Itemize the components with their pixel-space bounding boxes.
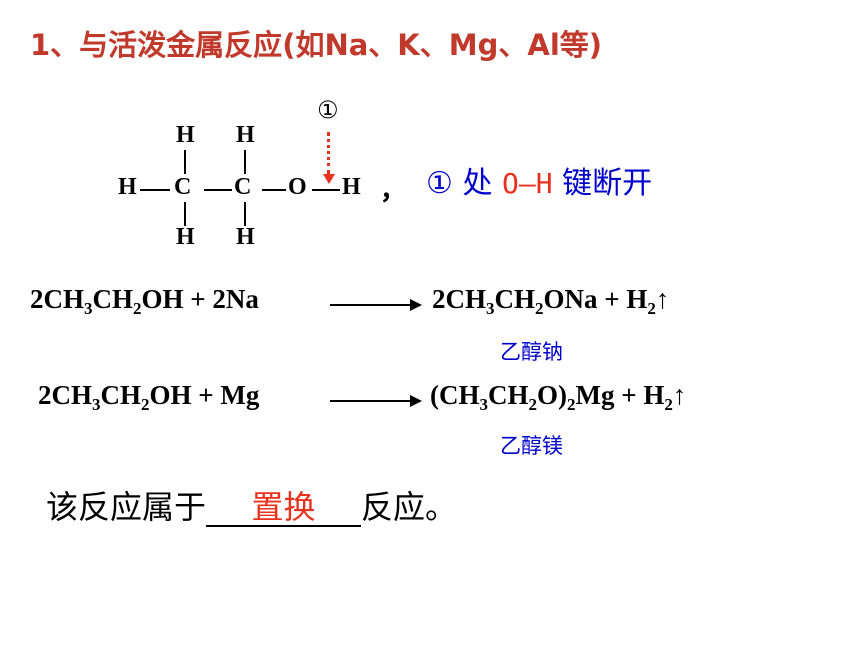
eq1-p-part3: ONa + H — [543, 284, 648, 314]
eq2-r-sub1: 3 — [92, 395, 101, 414]
note-marker: ① — [426, 166, 453, 201]
atom-h-right: H — [342, 174, 361, 200]
eq2-arrow — [330, 395, 422, 407]
note-bond: O—H — [502, 167, 553, 200]
eq2-p-sub3: 2 — [567, 395, 576, 414]
eq1-products: 2CH3CH2ONa + H2↑ — [432, 284, 670, 318]
eq2-p-part2: CH — [488, 380, 529, 410]
eq1-product-name: 乙醇钠 — [500, 340, 563, 364]
eq1-arrow — [330, 299, 422, 311]
atom-c1: C — [174, 174, 192, 200]
eq2-p-sub1: 3 — [479, 395, 489, 414]
atom-h-bottom-1: H — [176, 224, 195, 250]
eq1-r-part2: CH — [92, 284, 134, 314]
bond-c1-c2 — [204, 189, 232, 191]
atom-h-bottom-2: H — [236, 224, 255, 250]
eq2-p-part3: O) — [537, 380, 567, 410]
eq2-p-sub2: 2 — [528, 395, 538, 414]
eq1-r-part1: 2CH — [30, 284, 84, 314]
eq1-p-sub1: 3 — [486, 299, 495, 318]
bond-break-note: ① 处 O—H 键断开 — [426, 158, 652, 202]
eq2-p-sub4: 2 — [664, 395, 673, 414]
ethanol-structural-formula: H H H C C O H H H ① ， — [112, 96, 406, 266]
eq1-p-arrow-up: ↑ — [655, 284, 670, 314]
cleavage-marker: ① — [317, 96, 339, 124]
cleavage-arrow-line — [327, 132, 330, 174]
eq2-reactants: 2CH3CH2OH + Mg — [38, 380, 260, 414]
bond-c2-htop — [244, 150, 246, 174]
bond-c1-htop — [184, 150, 186, 174]
eq2-r-part1: 2CH — [38, 380, 92, 410]
eq2-p-arrow-up: ↑ — [672, 380, 687, 410]
atom-h-top-1: H — [176, 122, 195, 148]
eq1-p-sub3: 2 — [647, 299, 656, 318]
eq1-r-sub1: 3 — [84, 299, 93, 318]
bond-c2-hbottom — [244, 202, 246, 226]
eq1-reactants: 2CH3CH2OH + 2Na — [30, 284, 259, 318]
title-examples: (如Na、K、Mg、Al等) — [282, 28, 603, 62]
bond-o-h — [312, 189, 340, 191]
eq2-product-name: 乙醇镁 — [500, 434, 563, 458]
atom-c2: C — [234, 174, 252, 200]
eq2-r-part3: OH + Mg — [149, 380, 260, 410]
eq2-r-part2: CH — [100, 380, 142, 410]
reaction-type-sentence: 该反应属于置换反应。 — [46, 482, 457, 528]
eq1-r-sub2: 2 — [133, 299, 142, 318]
sentence-prefix: 该反应属于 — [46, 488, 207, 526]
eq2-products: (CH3CH2O)2Mg + H2↑ — [430, 380, 687, 414]
eq1-p-part2: CH — [494, 284, 536, 314]
note-word-at: 处 — [462, 166, 493, 201]
section-title: 1、与活泼金属反应(如Na、K、Mg、Al等) — [30, 22, 602, 64]
bond-h-c1 — [140, 189, 170, 191]
eq2-p-part4: Mg + H — [575, 380, 665, 410]
eq2-r-sub2: 2 — [141, 395, 150, 414]
eq1-p-sub2: 2 — [535, 299, 544, 318]
formula-comma: ， — [380, 176, 407, 206]
eq1-p-part1: 2CH — [432, 284, 486, 314]
note-word-break: 键断开 — [562, 166, 653, 201]
atom-o: O — [288, 174, 307, 200]
atom-h-left: H — [118, 174, 137, 200]
reaction-type-answer: 置换 — [206, 489, 362, 527]
eq1-r-part3: OH + 2Na — [141, 284, 259, 314]
cleavage-arrow-head — [323, 174, 335, 184]
eq2-p-part1: (CH — [430, 380, 480, 410]
atom-h-top-2: H — [236, 122, 255, 148]
title-lead: 1、与活泼金属反应 — [30, 28, 283, 62]
bond-c1-hbottom — [184, 202, 186, 226]
sentence-suffix: 反应。 — [361, 488, 458, 526]
bond-c2-o — [262, 189, 286, 191]
